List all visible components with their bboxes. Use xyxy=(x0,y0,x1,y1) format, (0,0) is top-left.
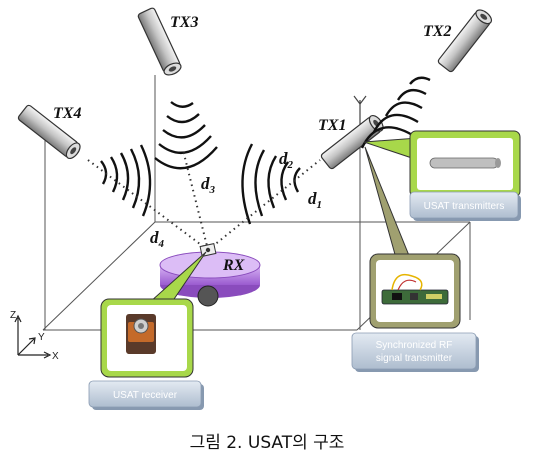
receiver-photo-icon xyxy=(126,314,156,354)
axis-z-label: Z xyxy=(10,310,16,321)
axis-y-label: Y xyxy=(38,332,45,343)
usat-receiver-callout: USAT receiver xyxy=(89,252,206,410)
tx1-label: TX1 xyxy=(318,117,346,134)
d3-label: d3 xyxy=(201,174,216,196)
tx2-transmitter xyxy=(437,7,494,72)
transmitter-photo-icon xyxy=(430,158,501,168)
tx3-label: TX3 xyxy=(170,14,198,31)
tx4-waves xyxy=(101,145,150,216)
figure-caption: 그림 2. USAT의 구조 xyxy=(0,428,534,453)
tx4-label: TX4 xyxy=(53,105,81,122)
rf-label-line1: Synchronized RF xyxy=(376,340,453,351)
rx-label: RX xyxy=(222,257,245,274)
usat-transmitters-label: USAT transmitters xyxy=(424,201,505,212)
d2-label: d2 xyxy=(279,149,294,171)
tx2-label: TX2 xyxy=(423,23,451,40)
usat-receiver-label: USAT receiver xyxy=(113,390,178,401)
rf-label-line2: signal transmitter xyxy=(376,353,453,364)
d4-label: d4 xyxy=(150,228,165,250)
tx1-waves xyxy=(242,144,300,224)
d1-label: d1 xyxy=(308,189,322,211)
axis-x-label: X xyxy=(52,351,59,362)
